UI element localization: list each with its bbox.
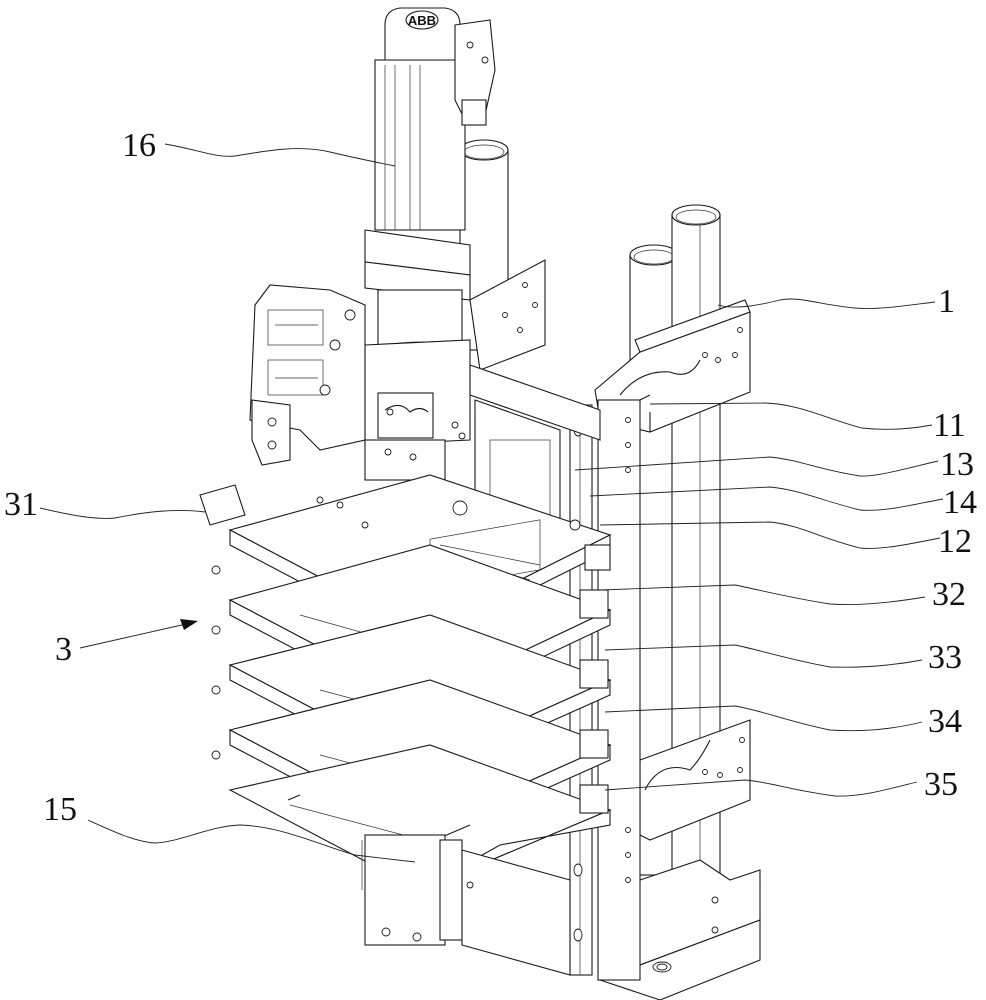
label-3: 3 bbox=[55, 631, 72, 668]
label-15: 15 bbox=[43, 791, 77, 828]
label-11: 11 bbox=[933, 407, 966, 444]
reference-labels: 16 1 11 13 14 12 31 3 32 33 34 35 15 bbox=[4, 127, 977, 828]
leader-32 bbox=[599, 584, 926, 605]
label-35: 35 bbox=[924, 766, 958, 803]
tray-stack bbox=[199, 474, 612, 891]
label-1: 1 bbox=[938, 283, 955, 320]
leader-13 bbox=[574, 456, 939, 477]
leader-12 bbox=[599, 521, 941, 549]
motor: ABB bbox=[364, 7, 496, 359]
drag-chain bbox=[249, 284, 366, 466]
lift-block bbox=[364, 339, 471, 481]
label-34: 34 bbox=[928, 703, 962, 740]
leader-31 bbox=[39, 507, 206, 519]
label-14: 14 bbox=[943, 484, 977, 521]
leader-16 bbox=[164, 143, 396, 167]
label-31: 31 bbox=[4, 486, 38, 523]
assembly-arrow bbox=[79, 619, 198, 649]
label-32: 32 bbox=[932, 576, 966, 613]
label-16: 16 bbox=[122, 127, 156, 164]
leader-33 bbox=[604, 644, 923, 668]
leader-35 bbox=[604, 779, 918, 797]
label-13: 13 bbox=[940, 446, 974, 483]
leader-15 bbox=[87, 819, 416, 863]
leader-11 bbox=[649, 402, 933, 430]
leader-14 bbox=[589, 486, 944, 511]
motor-logo: ABB bbox=[408, 13, 436, 28]
label-33: 33 bbox=[928, 639, 962, 676]
label-12: 12 bbox=[938, 523, 972, 560]
leader-34 bbox=[604, 705, 923, 732]
leader-1 bbox=[717, 298, 936, 309]
leader-lines bbox=[39, 143, 944, 863]
screw-module bbox=[361, 834, 571, 976]
